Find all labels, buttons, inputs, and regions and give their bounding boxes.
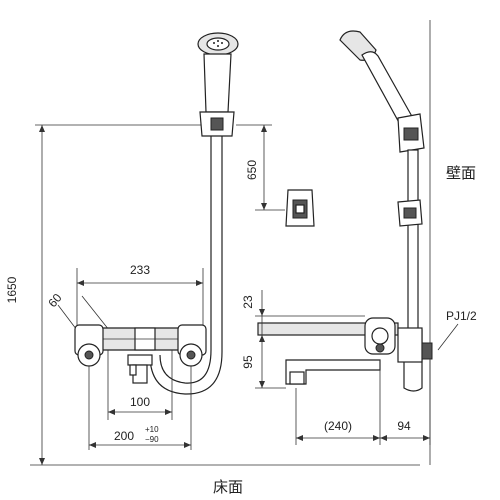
faucet-body-side — [257, 317, 433, 385]
dim-23: 23 — [241, 295, 255, 309]
shower-hose-outer — [159, 136, 212, 384]
faucet-body-front — [74, 324, 207, 384]
span-200-dimension: 200 +10 −90 — [88, 366, 192, 450]
dim-100: 100 — [130, 395, 150, 409]
dim-1650: 1650 — [5, 276, 19, 303]
dim-650: 650 — [245, 160, 259, 180]
pipe-label: PJ1/2 — [446, 309, 477, 323]
tolerance-plus: +10 — [145, 425, 159, 434]
side-depth-dimensions: (240) 94 — [295, 360, 431, 445]
total-height-dimension: 1650 — [5, 124, 205, 465]
pipe-label-leader: PJ1/2 — [437, 309, 477, 351]
dim-95: 95 — [241, 355, 255, 369]
shower-holder-bracket — [285, 189, 315, 227]
holder-height-dimension: 650 — [236, 124, 285, 211]
wall-label: 壁面 — [446, 164, 476, 182]
dim-94: 94 — [397, 419, 411, 433]
dim-200: 200 — [114, 429, 134, 443]
dim-233: 233 — [130, 263, 150, 277]
spout-100-dimension: 100 — [107, 350, 173, 420]
hand-shower-front — [197, 32, 239, 137]
side-height-dimensions: 23 95 — [241, 290, 365, 389]
hand-shower-side — [339, 30, 425, 153]
floor-label: 床面 — [213, 478, 243, 496]
tolerance-minus: −90 — [145, 435, 159, 444]
width-233-dimension: 233 — [76, 263, 204, 330]
shower-hose-inner — [149, 136, 223, 395]
dim-240: (240) — [324, 419, 352, 433]
dim-60: 60 — [45, 291, 65, 310]
